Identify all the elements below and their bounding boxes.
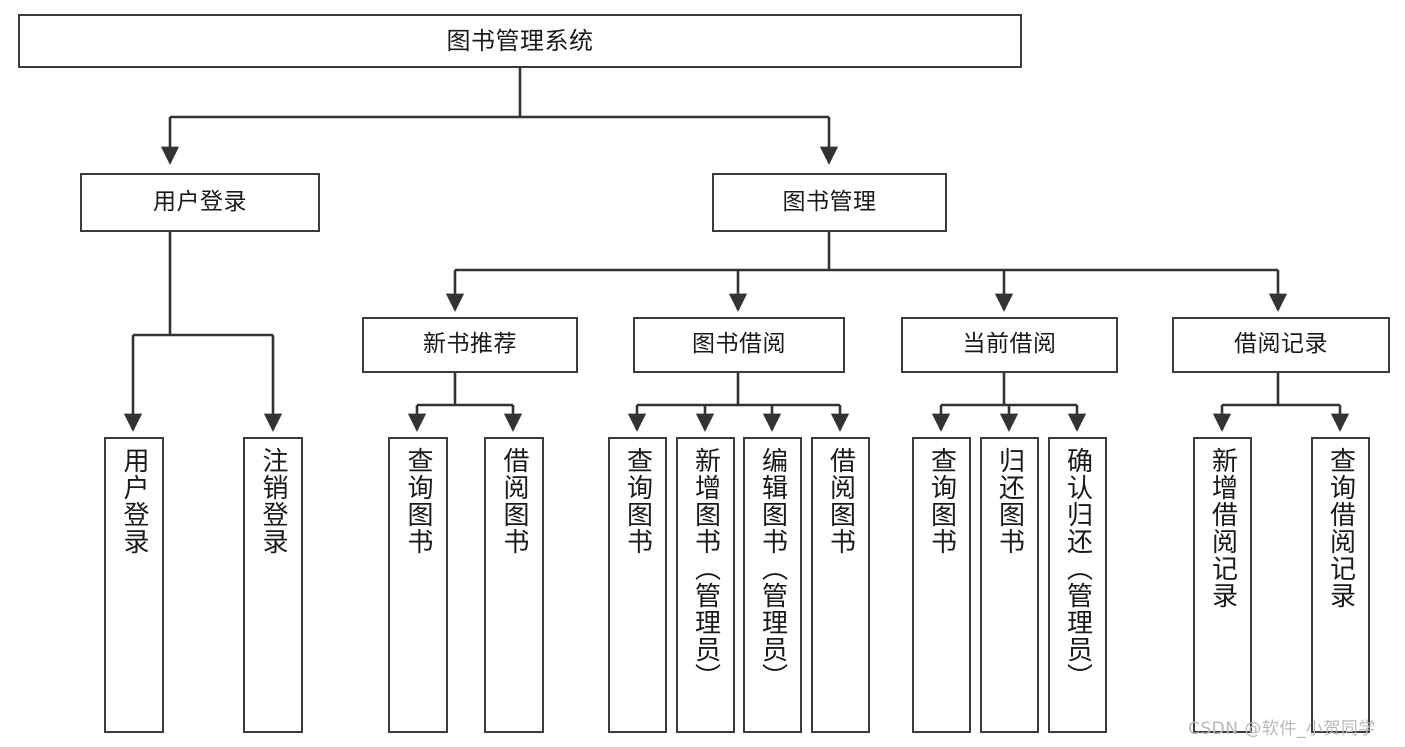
node-label: 借阅图书 [825,447,856,555]
node-label: 图书管理 [782,188,877,215]
leaf-borrow-record-add-record[interactable]: 新增借阅记录 [1193,437,1252,733]
node-label: 新书推荐 [423,331,517,358]
node-book-management[interactable]: 图书管理 [712,173,947,232]
leaf-book-borrow-borrow-book[interactable]: 借阅图书 [811,437,870,733]
node-label: 用户登录 [153,188,247,215]
leaf-book-borrow-add-book[interactable]: 新增图书（管理员） [676,437,735,733]
node-label: 查询借阅记录 [1325,447,1356,609]
leaf-user-login-login[interactable]: 用户登录 [104,437,164,733]
node-label: 查询图书 [926,447,957,555]
watermark: CSDN @软件_小贺同学 [1188,719,1376,739]
node-current-borrow[interactable]: 当前借阅 [901,317,1118,373]
node-label: 新增借阅记录 [1207,447,1238,609]
leaf-current-borrow-confirm-return[interactable]: 确认归还（管理员） [1048,437,1107,733]
node-user-login[interactable]: 用户登录 [80,173,320,232]
leaf-user-login-logout[interactable]: 注销登录 [243,437,303,733]
leaf-new-book-query-book[interactable]: 查询图书 [388,437,448,733]
node-label: 当前借阅 [962,331,1057,358]
leaf-new-book-borrow-book[interactable]: 借阅图书 [484,437,544,733]
node-borrow-record[interactable]: 借阅记录 [1172,317,1390,373]
node-label: 借阅图书 [499,447,529,555]
node-label: 确认归还（管理员） [1062,447,1093,690]
node-root-system[interactable]: 图书管理系统 [18,14,1022,68]
node-new-book-recommend[interactable]: 新书推荐 [362,317,578,373]
node-label: 图书借阅 [692,331,786,358]
node-label: 新增图书（管理员） [690,447,721,690]
node-label: 归还图书 [994,447,1025,555]
leaf-current-borrow-return-book[interactable]: 归还图书 [980,437,1039,733]
node-label: 编辑图书（管理员） [757,447,788,690]
node-label: 注销登录 [258,447,288,555]
node-label: 查询图书 [622,447,653,555]
leaf-current-borrow-query-book[interactable]: 查询图书 [912,437,971,733]
leaf-borrow-record-query-record[interactable]: 查询借阅记录 [1311,437,1370,733]
node-book-borrow[interactable]: 图书借阅 [633,317,845,373]
leaf-book-borrow-query-book[interactable]: 查询图书 [608,437,667,733]
node-label: 图书管理系统 [446,26,594,55]
node-label: 借阅记录 [1234,331,1328,358]
node-label: 用户登录 [119,447,149,555]
leaf-book-borrow-edit-book[interactable]: 编辑图书（管理员） [743,437,802,733]
node-label: 查询图书 [403,447,433,555]
